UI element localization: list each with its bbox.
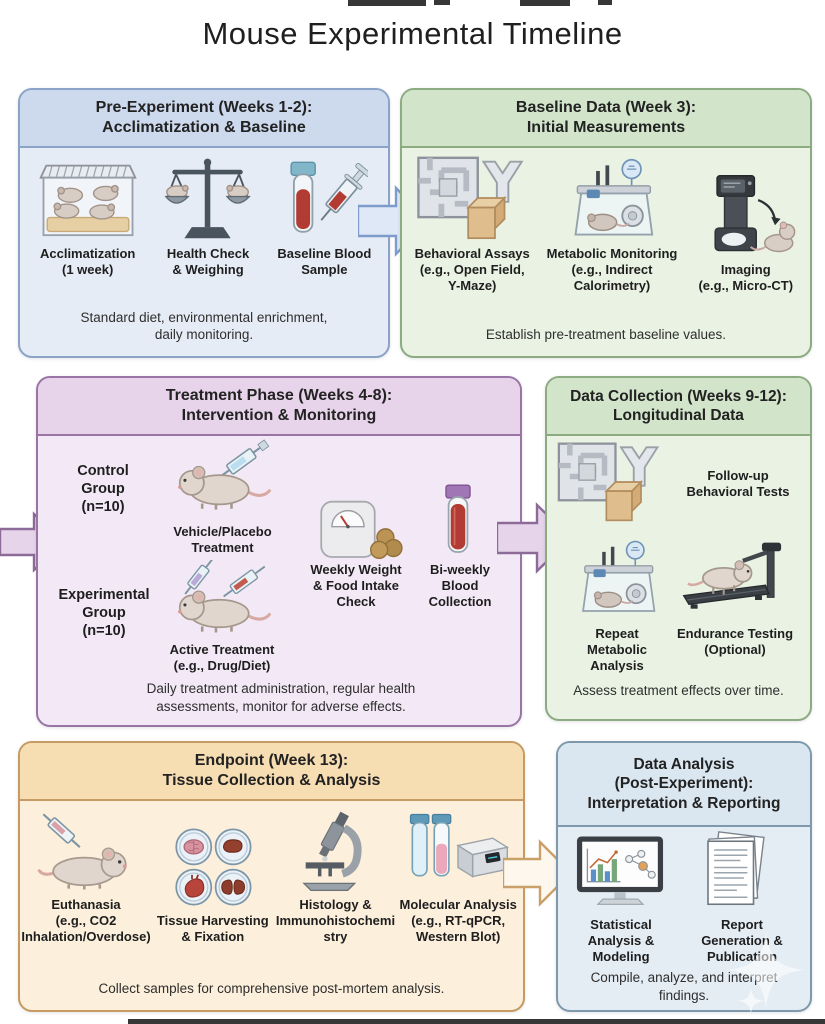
scan-artifact — [598, 0, 612, 5]
health-check-item: Health Check & Weighing — [164, 154, 252, 278]
panel-data-analysis: Data Analysis (Post-Experiment): Interpr… — [556, 741, 812, 1012]
molecular-analysis-label: Molecular Analysis (e.g., RT-qPCR, Weste… — [399, 897, 517, 944]
panel-pre-experiment-header: Pre-Experiment (Weeks 1-2): Acclimatizat… — [20, 90, 388, 148]
arrow-endpoint-to-analysis — [503, 839, 573, 907]
panel-data-collection: Data Collection (Weeks 9-12): Longitudin… — [545, 376, 812, 721]
weight-scale-food-icon — [320, 500, 403, 560]
tissue-harvesting-item: Tissue Harvesting & Fixation — [150, 825, 276, 945]
experimental-group-label: Experimental Group (n=10) — [58, 587, 150, 640]
metabolic-monitoring-item: Metabolic Monitoring (e.g., Indirect Cal… — [546, 156, 678, 294]
panel-baseline-data-header: Baseline Data (Week 3): Initial Measurem… — [402, 90, 810, 148]
scan-artifact — [520, 0, 570, 6]
scan-artifact — [128, 1019, 825, 1024]
metabolic-cage-icon — [582, 540, 656, 612]
scan-artifact — [434, 0, 450, 5]
panel-baseline-data: Baseline Data (Week 3): Initial Measurem… — [400, 88, 812, 358]
weekly-weight-label: Weekly Weight & Food Intake Check — [310, 562, 402, 609]
stats-monitor-icon — [576, 836, 664, 905]
microscope-icon — [302, 811, 363, 892]
endpoint-note: Collect samples for comprehensive post-m… — [98, 981, 445, 997]
scan-artifact — [348, 0, 426, 6]
endpoint-items: Euthanasia (e.g., CO2 Inhalation/Overdos… — [21, 809, 521, 945]
imaging-label: Imaging (e.g., Micro-CT) — [698, 261, 794, 293]
panel-data-analysis-header: Data Analysis (Post-Experiment): Interpr… — [558, 743, 810, 827]
acclimatization-item: Acclimatization (1 week) — [37, 156, 139, 278]
endurance-testing-label: Endurance Testing (Optional) — [676, 626, 794, 657]
balance-scale-icon — [164, 158, 251, 239]
data-collection-note: Assess treatment effects over time. — [573, 683, 784, 698]
tissue-dishes-icon — [175, 828, 252, 906]
acclimatization-label: Acclimatization (1 week) — [39, 246, 136, 277]
panel-treatment-phase: Treatment Phase (Weeks 4-8): Interventio… — [36, 376, 522, 727]
micro-ct-icon — [714, 174, 796, 253]
data-analysis-note: Compile, analyze, and interpret findings… — [590, 970, 778, 1003]
statistical-analysis-label: Statistical Analysis & Modeling — [587, 917, 655, 964]
report-papers-icon — [707, 831, 765, 906]
histology-item: Histology & Immunohistochemi stry — [276, 809, 396, 945]
mouse-two-syringes-icon — [178, 560, 272, 633]
panel-pre-experiment: Pre-Experiment (Weeks 1-2): Acclimatizat… — [18, 88, 390, 358]
health-check-label: Health Check & Weighing — [166, 246, 250, 277]
treadmill-icon — [682, 542, 782, 609]
baseline-data-items: Behavioral Assays (e.g., Open Field, Y-M… — [406, 154, 806, 294]
baseline-blood-label: Baseline Blood Sample — [277, 246, 372, 277]
control-group-label: Control Group (n=10) — [77, 463, 129, 516]
histology-label: Histology & Immunohistochemi stry — [275, 897, 396, 944]
metabolic-cage-icon — [574, 158, 654, 236]
pre-experiment-note: Standard diet, environmental enrichment,… — [80, 309, 328, 343]
vehicle-placebo-label: Vehicle/Placebo Treatment — [173, 524, 272, 555]
followup-behavioral-label: Follow-up Behavioral Tests — [686, 468, 790, 499]
panel-endpoint-header: Endpoint (Week 13): Tissue Collection & … — [20, 743, 523, 801]
report-generation-label: Report Generation & Publication — [701, 917, 783, 964]
molecular-analysis-icon — [410, 813, 510, 878]
active-treatment-label: Active Treatment (e.g., Drug/Diet) — [169, 642, 275, 673]
pre-experiment-items: Acclimatization (1 week) — [24, 154, 384, 278]
behavior-maze-icon — [557, 442, 660, 522]
panel-treatment-phase-header: Treatment Phase (Weeks 4-8): Interventio… — [38, 378, 520, 436]
behavioral-assays-item: Behavioral Assays (e.g., Open Field, Y-M… — [414, 154, 530, 294]
behavioral-assays-label: Behavioral Assays (e.g., Open Field, Y-M… — [414, 246, 530, 293]
euthanasia-label: Euthanasia (e.g., CO2 Inhalation/Overdos… — [21, 897, 151, 944]
molecular-analysis-item: Molecular Analysis (e.g., RT-qPCR, Weste… — [395, 809, 521, 945]
metabolic-monitoring-label: Metabolic Monitoring (e.g., Indirect Cal… — [546, 246, 678, 293]
imaging-item: Imaging (e.g., Micro-CT) — [694, 172, 798, 294]
blood-tube-syringe-icon — [290, 161, 369, 233]
repeat-metabolic-label: Repeat Metabolic Analysis — [587, 626, 647, 673]
baseline-blood-item: Baseline Blood Sample — [277, 154, 371, 278]
euthanasia-item: Euthanasia (e.g., CO2 Inhalation/Overdos… — [21, 811, 151, 945]
biweekly-blood-label: Bi-weekly Blood Collection — [428, 562, 492, 609]
euthanasia-mouse-icon — [37, 813, 127, 890]
behavior-maze-icon — [417, 156, 524, 240]
page-title: Mouse Experimental Timeline — [202, 16, 623, 51]
tissue-harvesting-label: Tissue Harvesting & Fixation — [156, 912, 269, 944]
treatment-phase-note: Daily treatment administration, regular … — [146, 681, 416, 714]
mouse-syringe-icon — [178, 439, 272, 510]
mouse-cage-icon — [38, 164, 137, 237]
blood-collection-tube-icon — [445, 484, 471, 553]
baseline-data-note: Establish pre-treatment baseline values. — [485, 327, 727, 343]
panel-endpoint: Endpoint (Week 13): Tissue Collection & … — [18, 741, 525, 1012]
panel-data-collection-header: Data Collection (Weeks 9-12): Longitudin… — [547, 378, 810, 436]
